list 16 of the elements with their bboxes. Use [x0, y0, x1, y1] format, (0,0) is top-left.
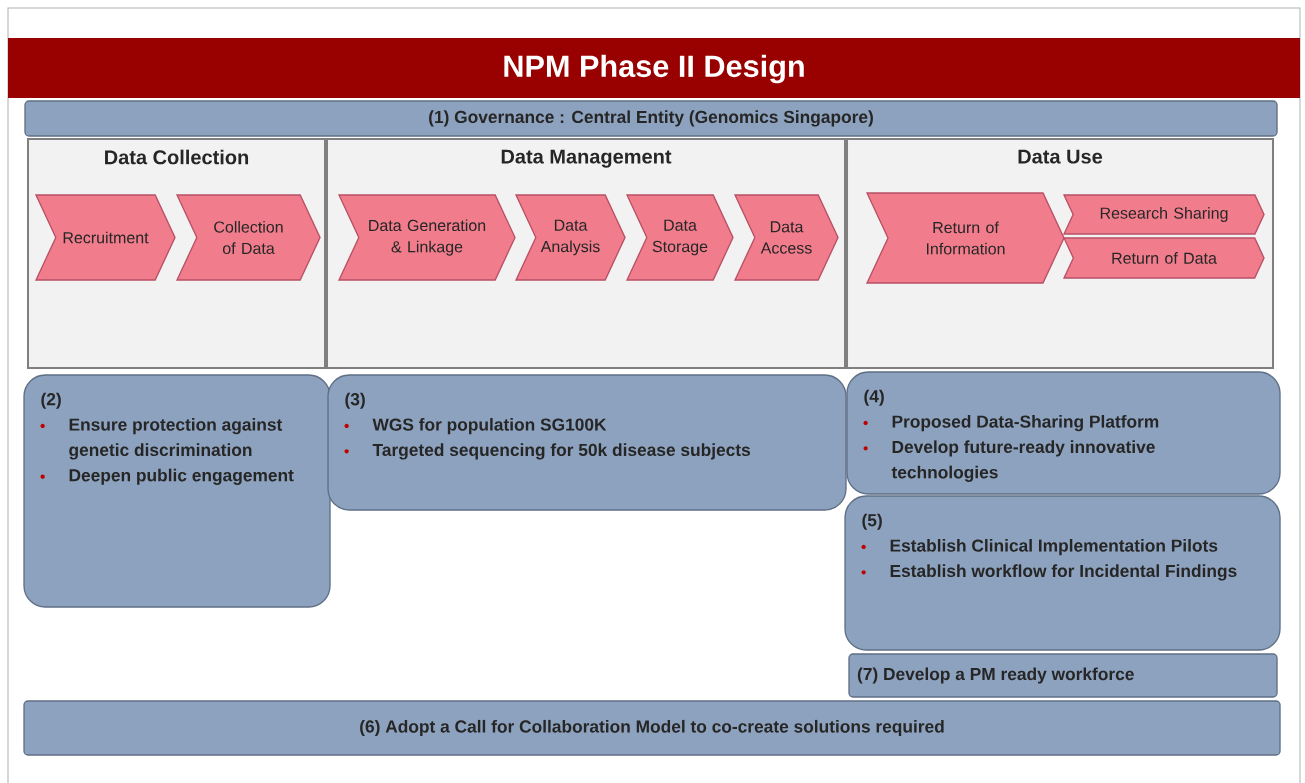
- title-banner: NPM Phase II Design: [8, 38, 1300, 98]
- chevron-step: Data Analysis: [514, 194, 626, 281]
- chevron-step: Return of Information: [865, 192, 1065, 284]
- banner-box: (1) Governance : Central Entity (Genomics Singapore): [24, 100, 1278, 137]
- chevron-step: Recruitment: [34, 194, 176, 281]
- note-box: (5) Establish Clinical Implementation Pilots Establish workflow for Incidental Findings: [844, 495, 1281, 651]
- banner-box: (7) Develop a PM ready workforce: [848, 653, 1278, 698]
- note-box: (2) Ensure protection against genetic discrimination Deepen public engagement: [23, 374, 331, 608]
- chevron-step: Return of Data: [1062, 237, 1265, 279]
- note-box: (3) WGS for population SG100K Targeted sequencing for 50k disease subjects: [327, 374, 847, 511]
- chevron-step: Data Access: [733, 194, 839, 281]
- chevron-step: Research Sharing: [1062, 194, 1265, 235]
- note-box: (4) Proposed Data-Sharing Platform Develop future-ready innovative technologies: [846, 371, 1281, 495]
- banner-box: (6) Adopt a Call for Collaboration Model to co-create solutions required: [23, 700, 1281, 756]
- chevron-step: Collection of Data: [175, 194, 321, 281]
- chevron-step: Data Storage: [625, 194, 734, 281]
